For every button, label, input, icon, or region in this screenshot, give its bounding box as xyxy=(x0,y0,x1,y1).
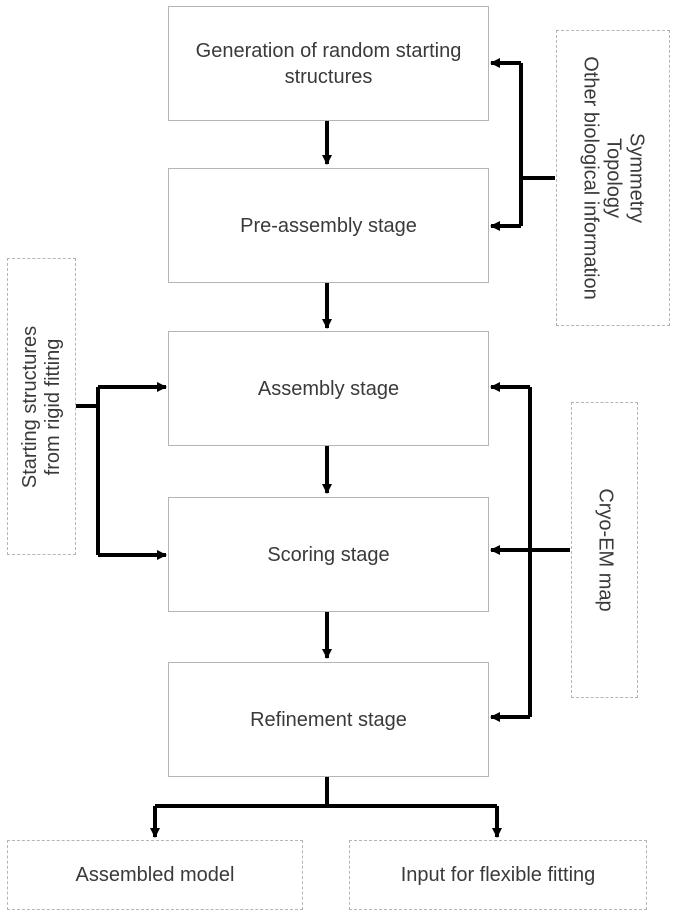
scoring-stage-box: Scoring stage xyxy=(168,497,489,612)
cryo-em-line: Cryo-EM map xyxy=(594,488,616,612)
biological-info-line: Other biological information xyxy=(579,56,602,300)
rigid-fitting-box: Starting structures from rigid fitting xyxy=(7,258,76,555)
pre-assembly-stage-box: Pre-assembly stage xyxy=(168,168,489,283)
refinement-stage-box: Refinement stage xyxy=(168,662,489,777)
flexible-fitting-box: Input for flexible fitting xyxy=(349,840,647,910)
biological-info-line: Symmetry xyxy=(625,133,648,223)
biological-info-label: Symmetry Topology Other biological infor… xyxy=(579,56,648,299)
flexible-fitting-label: Input for flexible fitting xyxy=(400,863,596,886)
scoring-stage-label: Scoring stage xyxy=(267,543,390,566)
generation-stage-line1: Generation of random starting xyxy=(195,39,462,62)
generation-stage-label: Generation of random starting structures xyxy=(196,38,462,90)
assembly-stage-box: Assembly stage xyxy=(168,331,489,446)
refinement-stage-label: Refinement stage xyxy=(250,708,407,731)
cryo-em-box: Cryo-EM map xyxy=(571,402,638,698)
rigid-fitting-line: from rigid fitting xyxy=(41,338,64,475)
rigid-fitting-line: Starting structures xyxy=(18,325,41,488)
pre-assembly-stage-label: Pre-assembly stage xyxy=(240,214,417,237)
biological-info-line: Topology xyxy=(602,137,625,219)
rigid-fitting-label: Starting structures from rigid fitting xyxy=(19,325,65,487)
assembled-model-box: Assembled model xyxy=(7,840,303,910)
assembled-model-label: Assembled model xyxy=(75,863,235,886)
assembly-stage-label: Assembly stage xyxy=(257,377,400,400)
biological-info-box: Symmetry Topology Other biological infor… xyxy=(556,30,670,326)
generation-stage-box: Generation of random starting structures xyxy=(168,6,489,121)
cryo-em-label: Cryo-EM map xyxy=(593,488,616,611)
generation-stage-line2: structures xyxy=(284,65,373,88)
